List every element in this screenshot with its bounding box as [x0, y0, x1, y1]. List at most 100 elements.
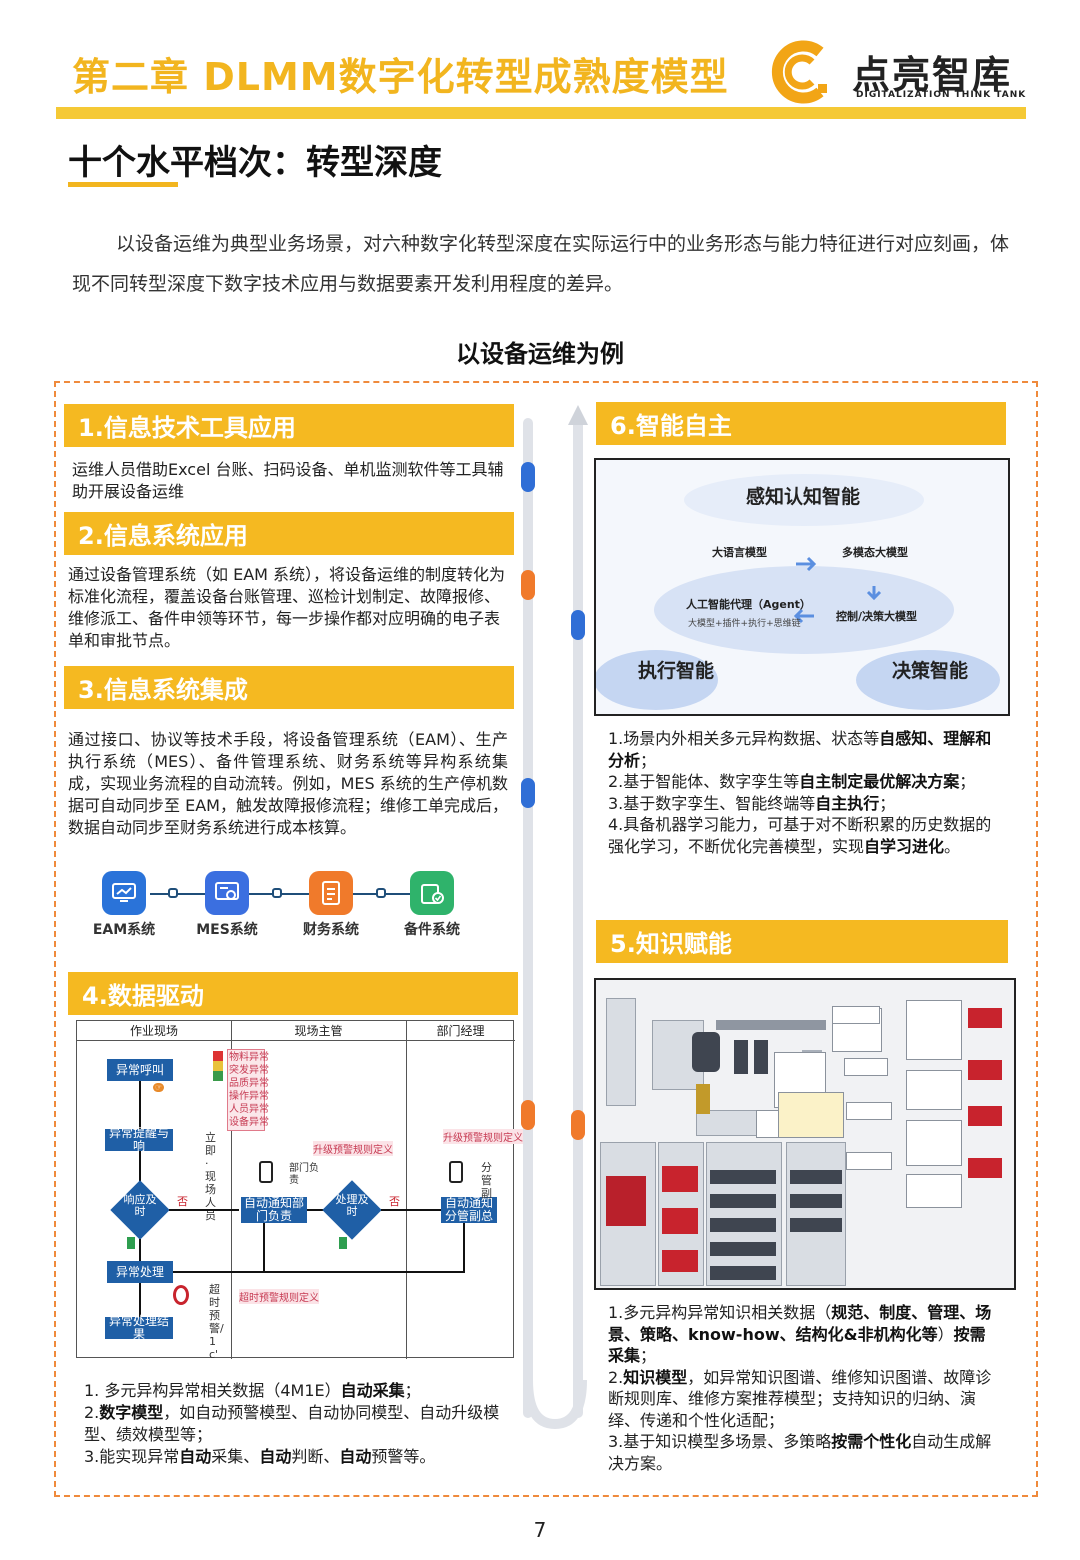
text: 1.多元异构异常知识相关数据（	[608, 1303, 832, 1322]
text: 采集、	[211, 1447, 260, 1466]
link-node	[272, 888, 282, 898]
bold-text: 自动	[339, 1447, 372, 1466]
yes-flag	[127, 1237, 135, 1249]
flow-arrow	[169, 1209, 239, 1211]
link-node	[168, 888, 178, 898]
phone-icon	[259, 1161, 273, 1183]
illustration-block	[716, 1020, 826, 1030]
finance-label: 财务系统	[303, 922, 359, 938]
level-4-header: 4.数据驱动	[68, 972, 518, 1015]
timeout-note: 超时预警/1 c'	[209, 1283, 224, 1361]
lane-divider	[406, 1021, 407, 1359]
flow-diamond-handle-label: 处理及时	[335, 1193, 369, 1218]
exception-types: 物料异常 突发异常 品质异常 操作异常 人员异常 设备异常	[227, 1049, 269, 1131]
illustration-block	[710, 1218, 776, 1232]
lane-header: 现场主管	[231, 1021, 406, 1041]
spare-box-check-icon	[410, 871, 454, 915]
flow-arrow	[263, 1223, 265, 1271]
level-1-header: 1.信息技术工具应用	[64, 404, 514, 447]
illustration-block	[710, 1170, 776, 1184]
text: 3.能实现异常	[84, 1447, 180, 1466]
illustration-block	[968, 1158, 1002, 1178]
illustration-block	[968, 1106, 1002, 1126]
level-5-points: 1.多元异构异常知识相关数据（规范、制度、管理、场景、策略、know-how、结…	[608, 1302, 992, 1474]
level-5-header: 5.知识赋能	[596, 920, 1008, 963]
page-number: 7	[533, 1518, 547, 1542]
text: 自动生成解决方案。	[608, 1432, 992, 1473]
spine-dot	[571, 610, 585, 640]
flow-arrow	[463, 1223, 465, 1271]
text: ，如自动预警模型、自动协同模型、自动升级模型、绩效模型等；	[84, 1403, 500, 1444]
illustration-block	[968, 1060, 1002, 1080]
systems-link	[150, 893, 420, 895]
illustration-block	[778, 1092, 844, 1138]
illustration-block	[662, 1166, 698, 1192]
illustration-block	[790, 1194, 842, 1208]
illustration-block	[662, 1208, 698, 1234]
level-6-points: 1.场景内外相关多元异构数据、状态等自感知、理解和分析； 2.基于智能体、数字孪…	[608, 728, 994, 857]
level-2-header: 2.信息系统应用	[64, 512, 514, 555]
section-title-underline	[68, 182, 178, 187]
text: 1.场景内外相关多元异构数据、状态等	[608, 729, 880, 748]
level-6-point-1: 1.场景内外相关多元异构数据、状态等自感知、理解和分析；	[608, 728, 994, 771]
flow-arrow	[139, 1283, 141, 1317]
illustration-block	[710, 1194, 776, 1208]
flow-box-alert: 异常提醒与响	[105, 1127, 173, 1153]
spine-dot	[521, 570, 535, 600]
illustration-block	[754, 1040, 768, 1074]
ai-agent-sub: 大模型+插件+执行+思维链	[688, 619, 801, 629]
level-5-point-3: 3.基于知识模型多场景、多策略按需个性化自动生成解决方案。	[608, 1431, 992, 1474]
bold-text: 数字模型	[99, 1403, 164, 1422]
link-node	[376, 888, 386, 898]
illustration-block	[906, 1000, 962, 1060]
bold-text: 按需采集	[608, 1324, 986, 1366]
text: 3.基于知识模型多场景、多策略	[608, 1432, 832, 1451]
level-4-point-2: 2.数字模型，如自动预警模型、自动协同模型、自动升级模型、绩效模型等；	[84, 1402, 508, 1446]
text: 预警等。	[371, 1447, 436, 1466]
rule-annotation: 升级预警规则定义	[313, 1141, 393, 1156]
flow-box-notify-vp: 自动通知分管副总	[441, 1197, 497, 1223]
ai-decide-label: 决策智能	[892, 660, 969, 682]
text: ；	[959, 772, 976, 791]
ai-capability-diagram: 感知认知智能 大语言模型 多模态大模型 人工智能代理（Agent） 大模型+插件…	[594, 458, 1010, 716]
up-arrow-icon	[568, 405, 588, 425]
section-title: 十个水平档次：转型深度	[68, 143, 442, 183]
spine-dot	[521, 462, 535, 492]
flow-arrow	[139, 1239, 141, 1261]
content-frame	[54, 381, 1038, 1497]
ai-top-label: 感知认知智能	[746, 486, 861, 508]
ai-agent-label: 人工智能代理（Agent）	[686, 598, 811, 611]
phone-label: 部门负责	[289, 1163, 319, 1186]
text: 1. 多元异构异常相关数据（4M1E）	[84, 1381, 341, 1400]
illustration-block	[662, 1250, 698, 1272]
illustration-block	[606, 1176, 646, 1226]
logo-icon	[771, 40, 827, 104]
phone-label: 分管副	[481, 1161, 492, 1200]
level-6-header: 6.智能自主	[596, 402, 1006, 445]
level-1-text: 运维人员借助Excel 台账、扫码设备、单机监测软件等工具辅助开展设备运维	[72, 460, 504, 501]
bold-text: 按需个性化	[831, 1432, 912, 1451]
text: ；	[640, 1346, 657, 1365]
flow-box-result: 异常处理结果	[105, 1315, 173, 1341]
timeout-alarm-icon	[173, 1285, 189, 1305]
header-bar	[56, 107, 1026, 119]
text: ；	[404, 1381, 421, 1400]
bold-text: 自主执行	[815, 793, 880, 813]
illustration-block	[846, 1102, 892, 1120]
text: 4.具备机器学习能力，可基于对不断积累的历史数据的强化学习，不断优化完善模型，实…	[608, 815, 992, 856]
ai-exec-label: 执行智能	[638, 660, 715, 682]
illustration-block	[832, 1006, 880, 1024]
spine-dot	[571, 1110, 585, 1140]
lane-header: 作业现场	[77, 1021, 231, 1041]
level-3-header: 3.信息系统集成	[64, 666, 514, 709]
text: 2.	[608, 1367, 624, 1387]
text: ；	[640, 750, 657, 770]
illustration-block	[906, 1120, 962, 1166]
spine-dot	[521, 778, 535, 808]
bold-text: 规范、制度、管理、场景、策略、know-how、结构化&非机构化等	[608, 1303, 992, 1344]
text: ；	[879, 793, 896, 813]
text: 判断、	[291, 1447, 340, 1466]
tower-light-icon	[213, 1051, 223, 1081]
illustration-block	[906, 1070, 962, 1110]
chapter-title: 第二章 DLMM数字化转型成熟度模型	[72, 55, 729, 99]
